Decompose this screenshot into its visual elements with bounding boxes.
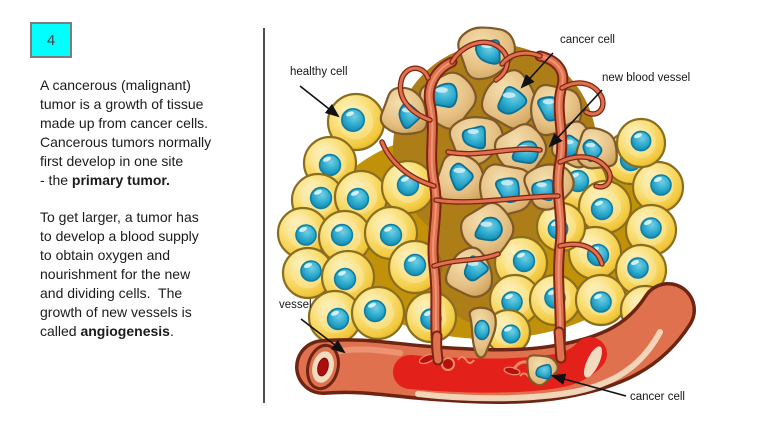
text-line: Cancerous tumors normally xyxy=(40,134,212,150)
healthy-cell xyxy=(333,169,389,225)
new-blood-vessel-network xyxy=(379,39,613,358)
text-line: made up from cancer cells. xyxy=(40,115,209,131)
text-line: called angiogenesis. xyxy=(40,323,174,339)
vessel-arrow xyxy=(300,318,346,354)
healthy-cell xyxy=(276,206,330,260)
healthy-cell xyxy=(307,289,363,345)
healthy-cell xyxy=(380,159,436,215)
red-blood-cells xyxy=(418,353,537,380)
text-line: and dividing cells. The xyxy=(40,285,183,301)
new-blood-vessel-arrow xyxy=(548,89,603,148)
healthy-cell xyxy=(350,285,406,341)
healthy-cell xyxy=(615,117,667,169)
label-arrows xyxy=(299,52,627,397)
text-line: to develop a blood supply xyxy=(40,228,199,244)
text-panel: A cancerous (malignant) tumor is a growth… xyxy=(40,76,258,359)
healthy-cell xyxy=(574,273,628,327)
healthy-cell xyxy=(577,179,633,235)
metastasizing-cancer-cell xyxy=(431,326,567,387)
paragraph-angiogenesis: To get larger, a tumor has to develop a b… xyxy=(40,208,258,341)
healthy-cell xyxy=(624,203,678,257)
cancer-cell xyxy=(434,152,486,205)
healthy-cell xyxy=(317,209,373,265)
text-line: To get larger, a tumor has xyxy=(40,209,199,225)
text-line: to obtain oxygen and xyxy=(40,247,170,263)
healthy-cell-arrow xyxy=(299,85,340,118)
healthy-cell xyxy=(614,243,668,297)
text-line: - the primary tumor. xyxy=(40,172,170,188)
cancer-cell-entering-vessel xyxy=(468,306,497,359)
text-line: A cancerous (malignant) xyxy=(40,77,191,93)
cancer-cell-bottom-arrow xyxy=(550,373,627,397)
healthy-cell xyxy=(493,235,549,291)
text-line: first develop in one site xyxy=(40,153,184,169)
healthy-cell xyxy=(631,160,685,214)
healthy-cell xyxy=(326,92,386,152)
vertical-divider xyxy=(263,28,265,403)
slide-number-box: 4 xyxy=(30,22,72,58)
text-line: nourishment for the new xyxy=(40,266,191,282)
cancer-cell xyxy=(459,201,515,259)
cancer-cell-top-arrow xyxy=(520,52,554,89)
label-vessel: vessel xyxy=(279,299,312,311)
label-cancer-cell-top: cancer cell xyxy=(560,34,615,46)
slide-number: 4 xyxy=(46,31,56,49)
text-line: tumor is a growth of tissue xyxy=(40,96,204,112)
healthy-cell xyxy=(484,308,532,356)
label-healthy-cell: healthy cell xyxy=(290,66,348,78)
label-new-blood-vessel: new blood vessel xyxy=(602,72,691,84)
label-cancer-cell-bottom: cancer cell xyxy=(630,391,685,403)
paragraph-primary-tumor: A cancerous (malignant) tumor is a growth… xyxy=(40,76,258,190)
cancer-cell xyxy=(379,86,428,136)
vessel-cut-opening xyxy=(306,343,340,391)
text-line: growth of new vessels is xyxy=(40,304,192,320)
healthy-cells-group xyxy=(276,92,685,356)
